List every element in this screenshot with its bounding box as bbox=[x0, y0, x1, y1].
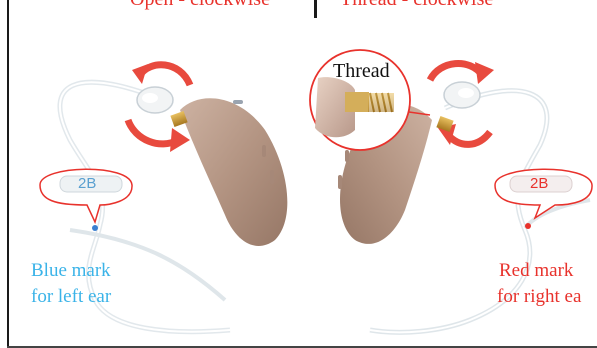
right-earpiece bbox=[444, 82, 480, 108]
left-blue-mark bbox=[92, 225, 98, 231]
right-ear-label-line2: for right ea bbox=[497, 284, 597, 310]
left-ear-label-line2: for left ear bbox=[31, 284, 111, 310]
right-ear-label-line1: Red mark bbox=[497, 258, 597, 284]
left-earpiece bbox=[137, 87, 173, 113]
left-ear-label: Blue mark for left ear bbox=[31, 258, 111, 310]
left-ear-label-line1: Blue mark bbox=[31, 258, 111, 284]
thread-label: Thread bbox=[333, 60, 390, 83]
right-model-label: 2B bbox=[530, 175, 548, 192]
left-model-label: 2B bbox=[78, 175, 96, 192]
right-ear-label: Red mark for right ea bbox=[497, 258, 597, 310]
right-red-mark bbox=[525, 223, 531, 229]
left-hearing-aid-body bbox=[170, 98, 287, 246]
